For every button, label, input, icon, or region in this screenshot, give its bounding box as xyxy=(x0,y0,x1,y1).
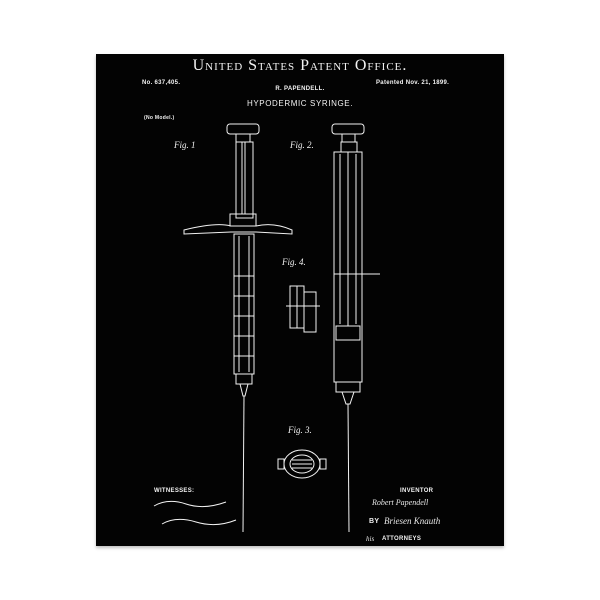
fig-2-label: Fig. 2. xyxy=(290,140,314,150)
patent-date: Patented Nov. 21, 1899. xyxy=(376,80,450,86)
syringe-drawing xyxy=(153,123,380,533)
by-label: BY xyxy=(369,518,380,525)
fig-4-label: Fig. 4. xyxy=(282,257,306,267)
fig-1-label: Fig. 1 xyxy=(174,140,196,150)
fig-4-detail xyxy=(286,285,320,333)
inventor-label: INVENTOR xyxy=(400,488,434,494)
witness-signature-2 xyxy=(161,518,237,526)
inventor-name: R. PAPENDELL. xyxy=(275,86,325,92)
patent-office-title: United States Patent Office. xyxy=(192,57,408,74)
fig-2-syringe xyxy=(331,123,380,533)
witnesses-label: WITNESSES: xyxy=(154,488,195,494)
no-model-note: (No Model.) xyxy=(144,115,175,121)
attorneys-label: ATTORNEYS xyxy=(382,536,422,542)
witness-signature-1 xyxy=(153,500,227,508)
fig-1-syringe xyxy=(183,123,293,533)
his-label: his xyxy=(366,535,375,543)
inventor-signature: Robert Papendell xyxy=(372,498,429,507)
attorney-signature: Briesen Knauth xyxy=(384,516,441,526)
patent-number: No. 637,405. xyxy=(142,80,181,86)
fig-3-label: Fig. 3. xyxy=(288,425,312,435)
patent-poster: United States Patent Office. No. 637,405… xyxy=(96,54,504,546)
patent-heading: HYPODERMIC SYRINGE. xyxy=(246,99,354,108)
fig-3-end-view xyxy=(277,449,327,479)
